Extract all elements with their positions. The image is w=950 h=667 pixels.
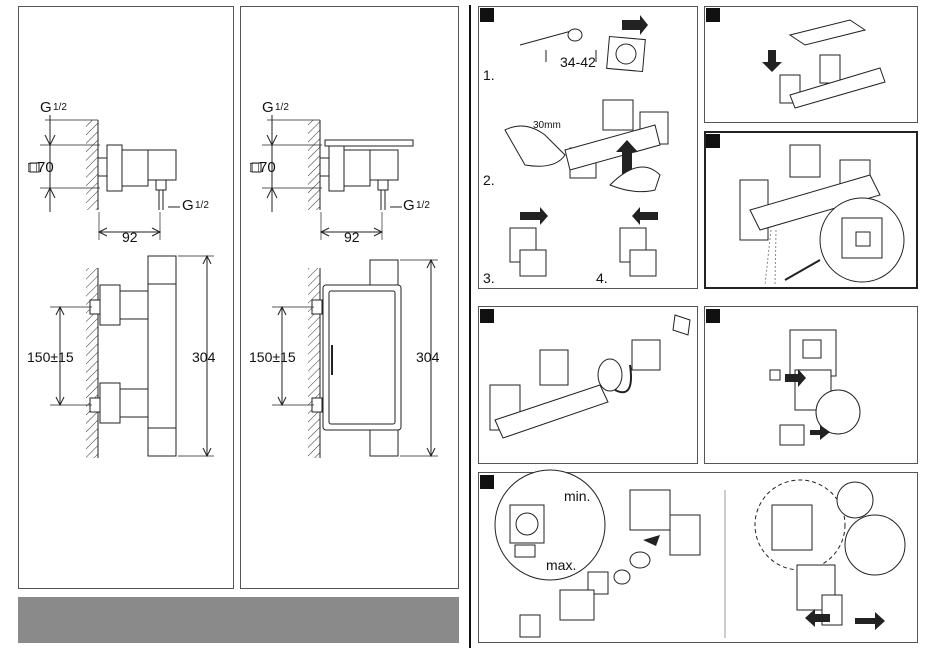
left-side-view — [30, 115, 180, 240]
mid-square-label: □70 — [250, 159, 276, 176]
dim-34-42: 34-42 — [560, 54, 596, 70]
left-front-view — [50, 256, 214, 458]
min-label: min. — [564, 488, 590, 504]
left-dim-150: 150±15 — [27, 349, 74, 365]
flush-illustration — [706, 134, 904, 285]
mid-dim-92: 92 — [344, 229, 360, 245]
middle-side-view — [252, 115, 413, 240]
mid-g-bottom-fraction: 1/2 — [416, 200, 430, 211]
left-square-label: □70 — [28, 159, 54, 176]
step-1-label: 1. — [483, 67, 495, 83]
left-g-top-label: G — [40, 99, 52, 116]
left-dim-92: 92 — [122, 229, 138, 245]
mid-dim-304: 304 — [416, 349, 440, 365]
step-4-label: 4. — [596, 270, 608, 286]
dim-30mm: 30mm — [533, 120, 561, 131]
left-g-top-fraction: 1/2 — [53, 102, 67, 113]
install-illustration — [480, 8, 668, 276]
cover-illustration — [706, 8, 885, 108]
left-g-bottom-fraction: 1/2 — [195, 200, 209, 211]
step-3-label: 3. — [483, 270, 495, 286]
mid-dim-150: 150±15 — [249, 349, 296, 365]
filter-illustration — [706, 309, 860, 445]
mid-g-top-fraction: 1/2 — [275, 102, 289, 113]
step-2-label: 2. — [483, 172, 495, 188]
middle-front-view — [272, 260, 438, 458]
mid-g-bottom-label: G — [403, 197, 415, 214]
handle-illustration — [480, 309, 690, 438]
left-dim-304: 304 — [192, 349, 216, 365]
mid-g-top-label: G — [262, 99, 274, 116]
left-g-bottom-label: G — [182, 197, 194, 214]
max-label: max. — [546, 557, 576, 573]
adjust-illustration — [480, 470, 905, 638]
